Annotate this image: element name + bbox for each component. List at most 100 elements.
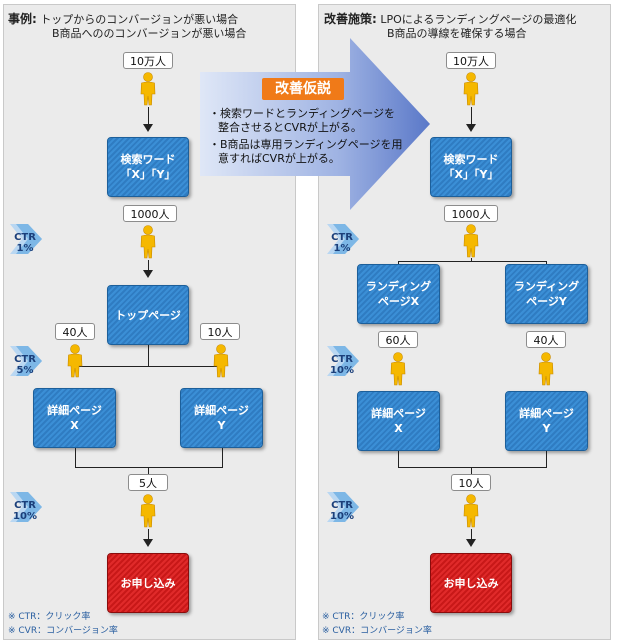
left-connector xyxy=(75,366,222,367)
right-count-40: 40人 xyxy=(526,331,566,348)
ctr-label: CTR xyxy=(331,232,353,243)
right-arrow-icon-1 xyxy=(466,124,476,132)
left-box-search-line1: 検索ワード xyxy=(120,153,176,166)
right-connector xyxy=(398,261,547,262)
left-box-apply: お申し込み xyxy=(107,553,189,613)
right-connector xyxy=(398,451,399,468)
left-person-icon-5 xyxy=(139,494,157,528)
right-box-apply: お申し込み xyxy=(430,553,512,613)
right-box-lp-x: ランディングページX xyxy=(357,264,440,324)
left-box-detail-y: 詳細ページ Y xyxy=(180,388,263,448)
right-person-icon-4 xyxy=(537,352,555,386)
hypothesis-bullet-2: ・B商品は専用ランディングページを用意すればCVRが上がる。 xyxy=(209,138,403,165)
left-person-icon-3 xyxy=(66,344,84,378)
hypothesis-bullet-1: ・検索ワードとランディングページを整合させるとCVRが上がる。 xyxy=(209,107,396,134)
right-connector xyxy=(471,529,472,539)
box-line: X xyxy=(70,419,79,432)
box-line: 詳細ページ xyxy=(371,407,426,420)
right-connector xyxy=(471,467,472,474)
left-connector xyxy=(148,260,149,270)
left-header-line1: トップからのコンバージョンが悪い場合 xyxy=(40,13,239,26)
right-count-10: 10人 xyxy=(451,474,491,491)
box-line: ランディング xyxy=(513,280,580,293)
right-count-top: 10万人 xyxy=(446,52,496,69)
left-connector xyxy=(148,107,149,124)
left-person-icon-4 xyxy=(212,344,230,378)
box-line: 詳細ページ xyxy=(519,407,574,420)
right-box-search: 検索ワード「X」「Y」 xyxy=(430,137,512,197)
right-arrow-icon-3 xyxy=(466,539,476,547)
right-connector xyxy=(471,107,472,124)
left-count-10: 10人 xyxy=(200,323,240,340)
right-box-lp-y: ランディングページY xyxy=(505,264,588,324)
left-arrow-icon-3 xyxy=(143,539,153,547)
right-connector xyxy=(471,258,472,262)
box-line: 検索ワード xyxy=(443,153,499,166)
left-connector xyxy=(148,529,149,539)
ctr-label: CTR xyxy=(14,232,36,243)
right-note-1: ※ CTR：クリック率 xyxy=(322,612,405,622)
right-connector xyxy=(398,261,399,265)
right-connector xyxy=(398,467,547,468)
left-note-2: ※ CVR：コンバージョン率 xyxy=(8,626,118,636)
box-line: Y xyxy=(542,422,551,435)
box-line: 詳細ページ xyxy=(194,404,249,417)
ctr-value: 10% xyxy=(330,511,354,522)
left-person-icon-1 xyxy=(139,72,157,106)
right-header-label: 改善施策: xyxy=(324,12,377,26)
box-line: ページX xyxy=(377,295,420,308)
ctr-label: CTR xyxy=(14,354,36,365)
right-person-icon-5 xyxy=(462,494,480,528)
right-header-line2: B商品の導線を確保する場合 xyxy=(387,27,527,40)
left-connector xyxy=(148,345,149,367)
box-line: X xyxy=(394,422,403,435)
right-box-detail-x: 詳細ページ X xyxy=(357,391,440,451)
left-person-icon-2 xyxy=(139,225,157,259)
box-line: 詳細ページ xyxy=(47,404,102,417)
ctr-value: 10% xyxy=(13,511,37,522)
left-connector xyxy=(148,467,149,474)
left-header: 事例: トップからのコンバージョンが悪い場合 B商品へののコンバージョンが悪い場… xyxy=(8,12,246,41)
left-header-line2: B商品へののコンバージョンが悪い場合 xyxy=(52,27,247,40)
left-count-40: 40人 xyxy=(55,323,95,340)
right-connector xyxy=(546,451,547,468)
left-box-search-line2: 「X」「Y」 xyxy=(120,168,176,181)
left-count-top: 10万人 xyxy=(123,52,173,69)
right-person-icon-1 xyxy=(462,72,480,106)
ctr-label: CTR xyxy=(331,354,353,365)
hypothesis-text: ・検索ワードとランディングページを整合させるとCVRが上がる。 ・B商品は専用ラ… xyxy=(209,107,405,169)
box-line: ページY xyxy=(526,295,567,308)
right-person-icon-3 xyxy=(389,352,407,386)
left-connector xyxy=(75,448,76,468)
right-header: 改善施策: LPOによるランディングページの最適化 B商品の導線を確保する場合 xyxy=(324,12,576,41)
ctr-value: 10% xyxy=(330,365,354,376)
box-line: ランディング xyxy=(365,280,432,293)
ctr-value: 5% xyxy=(16,365,34,376)
left-connector xyxy=(75,467,223,468)
left-connector xyxy=(222,448,223,468)
right-count-60: 60人 xyxy=(378,331,418,348)
left-header-label: 事例: xyxy=(8,12,37,26)
box-line: Y xyxy=(217,419,226,432)
right-box-detail-y: 詳細ページ Y xyxy=(505,391,588,451)
right-header-line1: LPOによるランディングページの最適化 xyxy=(380,13,577,26)
ctr-value: 1% xyxy=(333,243,351,254)
left-arrow-icon-2 xyxy=(143,270,153,278)
right-connector xyxy=(546,261,547,265)
left-box-search: 検索ワード 「X」「Y」 xyxy=(107,137,189,197)
right-note-2: ※ CVR：コンバージョン率 xyxy=(322,626,432,636)
left-count-5: 5人 xyxy=(128,474,168,491)
left-box-top: トップページ xyxy=(107,285,189,345)
left-note-1: ※ CTR：クリック率 xyxy=(8,612,91,622)
ctr-label: CTR xyxy=(14,500,36,511)
right-person-icon-2 xyxy=(462,224,480,258)
hypothesis-title: 改善仮説 xyxy=(262,78,344,100)
hypothesis-arrow-icon xyxy=(200,38,430,210)
left-count-1000: 1000人 xyxy=(123,205,177,222)
